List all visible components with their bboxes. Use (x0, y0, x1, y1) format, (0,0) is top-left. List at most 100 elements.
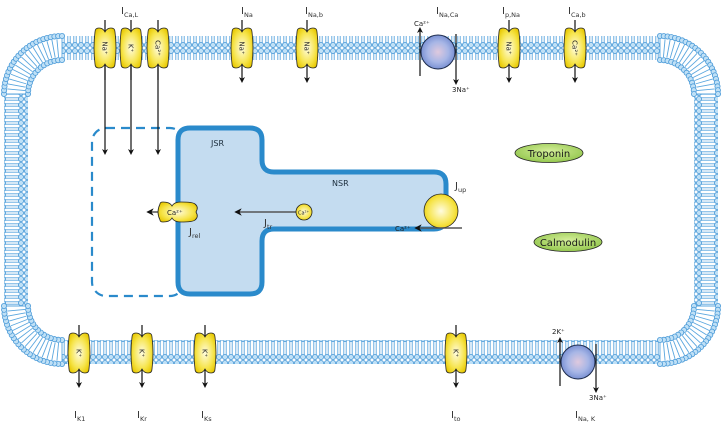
jsr-label: JSR (210, 139, 224, 148)
lipid-tail (695, 315, 714, 322)
lipid-tail (687, 330, 701, 344)
jtr-ion-label: Ca²⁺ (298, 211, 310, 217)
channel-ical-na: Na⁺ (93, 20, 117, 80)
lipid-tail (672, 340, 681, 358)
serca-pump: Ca²⁺ Jup (395, 181, 466, 233)
channel-ik1: K⁺ (67, 325, 91, 388)
lipid-tail (51, 39, 56, 58)
channel-ical-na-body (93, 27, 117, 69)
channel-ipna-body (497, 27, 521, 69)
calmodulin-body (533, 232, 603, 252)
lipid-head (24, 302, 31, 309)
membrane-corners (1, 33, 722, 367)
channel-ina-body (230, 27, 254, 69)
inak-label: INa, K (575, 410, 596, 423)
channel-icab-body (563, 27, 587, 69)
lipid-tail (10, 318, 28, 327)
ncx-body (420, 34, 456, 70)
channel-ical-na-ion-label: Na⁺ (101, 41, 109, 55)
channel-iks: K⁺ (193, 325, 217, 388)
lipid-tail (21, 330, 35, 344)
lipid-tail (687, 56, 701, 70)
troponin-body (514, 143, 584, 163)
lipid-tail (15, 64, 31, 75)
lipid-tail (15, 325, 31, 336)
lipid-tail (24, 333, 38, 347)
serca-body (423, 193, 459, 229)
channel-ical-k-body (119, 27, 143, 69)
channel-icab-ion-label: Ca²⁺ (571, 40, 579, 56)
channel-ito-ion-label: K⁺ (452, 349, 460, 358)
lipid-tail (56, 342, 60, 361)
membrane-right (694, 94, 718, 306)
lipid-tail (692, 69, 710, 78)
lipid-head (59, 57, 66, 64)
channel-ical-k: K⁺ (119, 20, 143, 80)
troponin-label: Troponin (527, 149, 571, 160)
lipid-tail (12, 69, 30, 78)
lipid-tail (51, 342, 56, 361)
channel-ical-ca: Ca²⁺ (146, 20, 170, 80)
jrel-label: Jrel (188, 227, 200, 240)
channel-iks-ion-label: K⁺ (201, 349, 209, 358)
ical-label: ICa,L (121, 6, 139, 19)
lipid-tail (32, 337, 43, 353)
lipid-tail (672, 42, 681, 60)
lipid-tail (46, 40, 53, 59)
lipid-tail (37, 44, 46, 62)
lipid-tail (684, 53, 698, 67)
lipid-tail (691, 325, 707, 336)
icab-label: ICa,b (568, 6, 586, 19)
channel-inab: Na⁺ (295, 20, 319, 83)
lipid-tail (681, 335, 694, 351)
calmodulin-label: Calmodulin (540, 238, 596, 249)
lipid-tail (696, 83, 715, 88)
channel-ipna: Na⁺ (497, 20, 521, 83)
lipid-tail (41, 42, 50, 60)
channel-ical-ca-ion-label: Ca²⁺ (154, 40, 162, 56)
jup-label: Jup (454, 181, 466, 194)
jtr-transfer: Ca²⁺ Jtr (234, 203, 313, 231)
lipid-tail (684, 333, 698, 347)
lipid-tail (7, 83, 26, 88)
inab-label: INa,b (305, 6, 323, 19)
ncx-ca-label: Ca²⁺ (414, 20, 430, 28)
lipid-head (657, 360, 664, 367)
lipid-tail (691, 64, 707, 75)
lipid-tail (32, 47, 43, 63)
lipid-tail (669, 341, 676, 360)
channel-ikr: K⁺ (130, 325, 154, 388)
inaca-label: INa,Ca (436, 6, 458, 19)
lipid-tail (679, 47, 690, 63)
ina-label: INa (241, 6, 253, 19)
membrane-left (4, 94, 28, 306)
lipid-tail (7, 308, 26, 312)
ipna-label: Ip,Na (502, 6, 520, 19)
jup-ion-label: Ca²⁺ (395, 225, 411, 233)
lipid-tail (37, 338, 46, 356)
lipid-tail (695, 78, 714, 85)
channel-icab: Ca²⁺ (563, 20, 587, 83)
channel-ina-ion-label: Na⁺ (238, 41, 246, 55)
lipid-head (59, 33, 66, 40)
jtr-ca-ion (295, 203, 313, 221)
lipid-tail (666, 39, 671, 58)
lipid-tail (696, 88, 715, 92)
channel-iks-body (193, 332, 217, 374)
lipid-tail (7, 88, 26, 92)
ryr-release-channel: Ca²⁺ Jrel (146, 201, 200, 240)
channel-ikr-ion-label: K⁺ (138, 349, 146, 358)
troponin: Troponin (514, 143, 584, 163)
ncx-exchanger: Ca²⁺ 3Na⁺ (414, 20, 470, 94)
ik1-label: IK1 (74, 410, 85, 423)
ryr-ion-label: Ca²⁺ (167, 209, 183, 217)
lipid-tail (21, 56, 35, 70)
ito-label: Ito (451, 410, 461, 423)
lipid-head (691, 91, 698, 98)
iks-label: IKs (201, 410, 212, 423)
channel-ito: K⁺ (444, 325, 468, 388)
channel-ina: Na⁺ (230, 20, 254, 83)
lipid-tail (696, 308, 715, 312)
